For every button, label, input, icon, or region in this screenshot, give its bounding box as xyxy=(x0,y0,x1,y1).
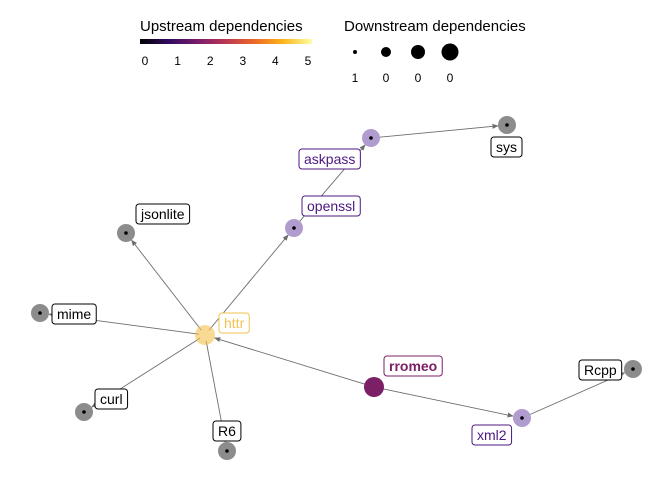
label-R6: R6 xyxy=(212,420,242,442)
label-Rcpp: Rcpp xyxy=(578,359,623,381)
label-curl: curl xyxy=(94,388,129,410)
label-httr: httr xyxy=(218,312,250,334)
legend-upstream: Upstream dependencies 0 1 2 3 4 5 xyxy=(140,18,312,68)
node-mime-center-dot xyxy=(38,311,42,315)
node-askpass-center-dot xyxy=(369,136,373,140)
label-text-xml2: xml2 xyxy=(477,427,507,443)
legend-downstream-items: 1 0 0 0 xyxy=(352,43,459,85)
label-text-mime: mime xyxy=(57,306,91,322)
label-box-R6 xyxy=(212,420,242,442)
label-box-askpass xyxy=(298,148,361,170)
node-Rcpp-center-dot xyxy=(631,367,635,371)
label-box-mime xyxy=(51,303,97,325)
label-mime: mime xyxy=(51,303,97,325)
label-box-rromeo xyxy=(383,355,443,377)
legend-downstream-size-dot xyxy=(381,47,391,57)
legend-downstream-tick-label: 0 xyxy=(383,71,390,85)
edge-rromeo-to-xml2 xyxy=(382,388,514,418)
label-jsonlite: jsonlite xyxy=(135,203,191,225)
node-openssl-center-dot xyxy=(292,226,296,230)
label-box-xml2 xyxy=(471,424,513,446)
label-text-curl: curl xyxy=(100,391,123,407)
node-rromeo[interactable] xyxy=(364,377,384,397)
legend-downstream-tick-label: 1 xyxy=(352,71,359,85)
edge-rromeo-to-httr xyxy=(213,337,366,385)
label-text-askpass: askpass xyxy=(304,151,355,167)
label-box-openssl xyxy=(301,195,361,217)
label-box-httr xyxy=(218,312,250,334)
node-R6-center-dot xyxy=(225,449,229,453)
node-curl-center-dot xyxy=(82,410,86,414)
legend-upstream-colorbar xyxy=(140,39,312,44)
nodes xyxy=(31,116,642,460)
edge-askpass-to-sys xyxy=(379,123,499,138)
legend-downstream-tick-label: 0 xyxy=(415,71,422,85)
node-httr[interactable] xyxy=(195,325,215,345)
label-text-sys: sys xyxy=(496,139,517,155)
node-sys-center-dot xyxy=(505,123,509,127)
label-text-openssl: openssl xyxy=(307,198,355,214)
legend-downstream-title: Downstream dependencies xyxy=(344,18,526,35)
legend-downstream-size-dot xyxy=(353,50,357,54)
node-labels: httr rromeo openssl askpass xml2 sys jsonlite m… xyxy=(51,136,623,446)
node-jsonlite-center-dot xyxy=(124,231,128,235)
label-text-jsonlite: jsonlite xyxy=(140,206,185,222)
legend-upstream-tick-label: 4 xyxy=(272,54,279,68)
edges xyxy=(48,123,626,443)
label-sys: sys xyxy=(490,136,523,158)
label-box-Rcpp xyxy=(578,359,623,381)
legend-downstream-size-dot xyxy=(441,43,459,61)
legend-upstream-title: Upstream dependencies xyxy=(140,18,303,35)
legend-upstream-tick-label: 5 xyxy=(305,54,312,68)
label-text-rromeo: rromeo xyxy=(389,358,437,374)
legend-upstream-tick-label: 3 xyxy=(239,54,246,68)
label-askpass: askpass xyxy=(298,148,361,170)
node-xml2-center-dot xyxy=(520,416,524,420)
label-xml2: xml2 xyxy=(471,424,513,446)
label-box-curl xyxy=(94,388,129,410)
legend-upstream-tick-label: 0 xyxy=(142,54,149,68)
edge-httr-to-jsonlite xyxy=(131,239,202,331)
legend-upstream-ticks: 0 1 2 3 4 5 xyxy=(142,44,312,68)
legend-upstream-tick-label: 1 xyxy=(174,54,181,68)
legend-downstream: Downstream dependencies 1 0 0 0 xyxy=(344,18,526,85)
label-rromeo: rromeo xyxy=(383,355,443,377)
label-box-jsonlite xyxy=(135,203,191,225)
label-box-sys xyxy=(490,136,523,158)
label-text-R6: R6 xyxy=(218,423,236,439)
label-text-Rcpp: Rcpp xyxy=(584,362,617,378)
legend-downstream-tick-label: 0 xyxy=(447,71,454,85)
label-openssl: openssl xyxy=(301,195,361,217)
label-text-httr: httr xyxy=(224,315,245,331)
legend-upstream-tick-label: 2 xyxy=(207,54,214,68)
legend-downstream-size-dot xyxy=(411,45,425,59)
